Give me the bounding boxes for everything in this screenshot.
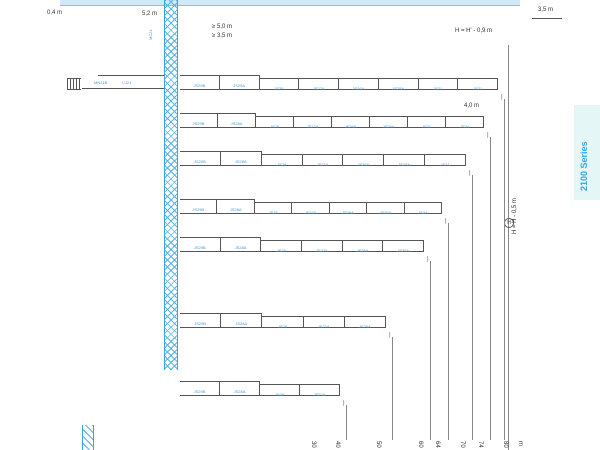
hook-icon: ȷ (389, 331, 391, 338)
counterjib-seg-1: MN21B (94, 80, 108, 85)
jib-segment: JS27A (300, 384, 340, 397)
jib-segment: JS26A (344, 316, 386, 329)
hook-line (504, 99, 505, 440)
counterweight (67, 78, 81, 90)
jib-segment: JS29B (180, 113, 218, 128)
hook-line (392, 337, 393, 440)
hook-icon: ȷ (343, 399, 345, 406)
jib-segment: JS28A (221, 313, 263, 328)
jib-segment: JS28 (261, 240, 302, 253)
radius-label: 80 (502, 441, 508, 448)
jib-segment: JS21 (458, 78, 498, 91)
counterjib-topline (98, 75, 164, 76)
jib-segment: JS27A (299, 78, 339, 91)
tower-mast (164, 0, 178, 370)
mast-offset-dim: 5,2 m (142, 11, 158, 17)
radius-label: 40 (334, 441, 340, 448)
jib-segment: JS24 (446, 116, 484, 129)
jib-segment: JS24 (404, 202, 442, 215)
height-dim-b: ≥ 3,5 m (212, 33, 232, 39)
radius-label: m (517, 441, 523, 446)
jib-segment: JS29A (219, 75, 260, 90)
hook-line (448, 223, 449, 440)
jib-segment: JS28A (217, 199, 255, 214)
right-gap-line (532, 18, 562, 19)
series-badge-text: 2100 Series (579, 141, 589, 191)
hook-icon: ȷ (501, 93, 503, 100)
hook-icon: ȷ (427, 255, 429, 262)
jib-segment: JS26A (342, 240, 384, 253)
jib-segment: JS21 (408, 116, 446, 129)
jib-segment: JS26A (339, 78, 379, 91)
main-jib-top (60, 0, 520, 6)
hook-line (490, 137, 491, 440)
tip-length-dim: 4,0 m (464, 103, 480, 109)
hook-icon: ȷ (445, 217, 447, 224)
counterjib-seg-2: CJ21 (122, 80, 132, 85)
jib-segment: JS29B (180, 237, 221, 252)
hook-icon: ȷ (469, 169, 471, 176)
jib-segment: JS28 (254, 202, 293, 215)
jib-segment: JS29B (180, 313, 222, 328)
radius-label: 74 (477, 441, 483, 448)
jib-segment: JS21 (425, 154, 466, 167)
jib-segment: JS29B (180, 75, 220, 90)
right-gap-dim: 3,5 m (538, 7, 554, 13)
jib-segment: JS27A (302, 240, 343, 253)
jib-segment: JS21 (418, 78, 459, 91)
jib-segment: JS28 (261, 154, 303, 167)
jib-segment: JS28 (256, 116, 294, 129)
jib-segment: JS26A (329, 202, 368, 215)
hook-line (472, 175, 473, 440)
radius-label: 50 (375, 441, 381, 448)
vertical-height-label: H = H - 0,5 m (512, 198, 518, 234)
hook-clearance-dim: H = H' - 0,9 m (455, 28, 492, 34)
jib-segment: JS27A (292, 202, 330, 215)
jib-segment: JS25A (367, 202, 405, 215)
jib-segment: JS25A (383, 240, 424, 253)
mast-label: MC21 (148, 29, 153, 40)
jib-segment: JS28 (259, 78, 300, 91)
jib-segment: JS29B (180, 381, 220, 396)
jib-segment: JS28A (220, 151, 262, 166)
jib-segment: JS29B (180, 151, 221, 166)
jib-segment: JS28A (218, 113, 256, 128)
hook-line (430, 261, 431, 440)
jib-segment: JS26A (332, 116, 370, 129)
series-badge: 2100 Series (574, 105, 600, 200)
jib-segment: JS27A (302, 154, 344, 167)
jib-segment: JS29B (180, 199, 218, 214)
max-height-line (508, 45, 509, 450)
jib-segment: JS28 (260, 384, 300, 397)
hook-icon: ȷ (487, 131, 489, 138)
mast-section-small (82, 425, 94, 450)
jib-segment: JS25A (378, 78, 419, 91)
counterjib-baseline (82, 88, 164, 89)
radius-label: 30 (310, 441, 316, 448)
jib-segment: JS26A (343, 154, 385, 167)
radius-label: 60 (417, 441, 423, 448)
jib-segment: JS27A (294, 116, 332, 129)
radius-label: 64 (434, 441, 440, 448)
height-dim-a: ≥ 5,0 m (212, 24, 232, 30)
jib-segment: JS25A (370, 116, 408, 129)
jib-segment: JS28 (262, 316, 304, 329)
jib-segment: JS28A (220, 381, 260, 396)
jib-segment: JS27A (303, 316, 345, 329)
left-offset-dim: 0,4 m (47, 10, 63, 16)
jib-segment: JS28A (220, 237, 262, 252)
jib-segment: JS25A (384, 154, 426, 167)
hook-line (346, 405, 347, 440)
radius-label: 70 (459, 441, 465, 448)
